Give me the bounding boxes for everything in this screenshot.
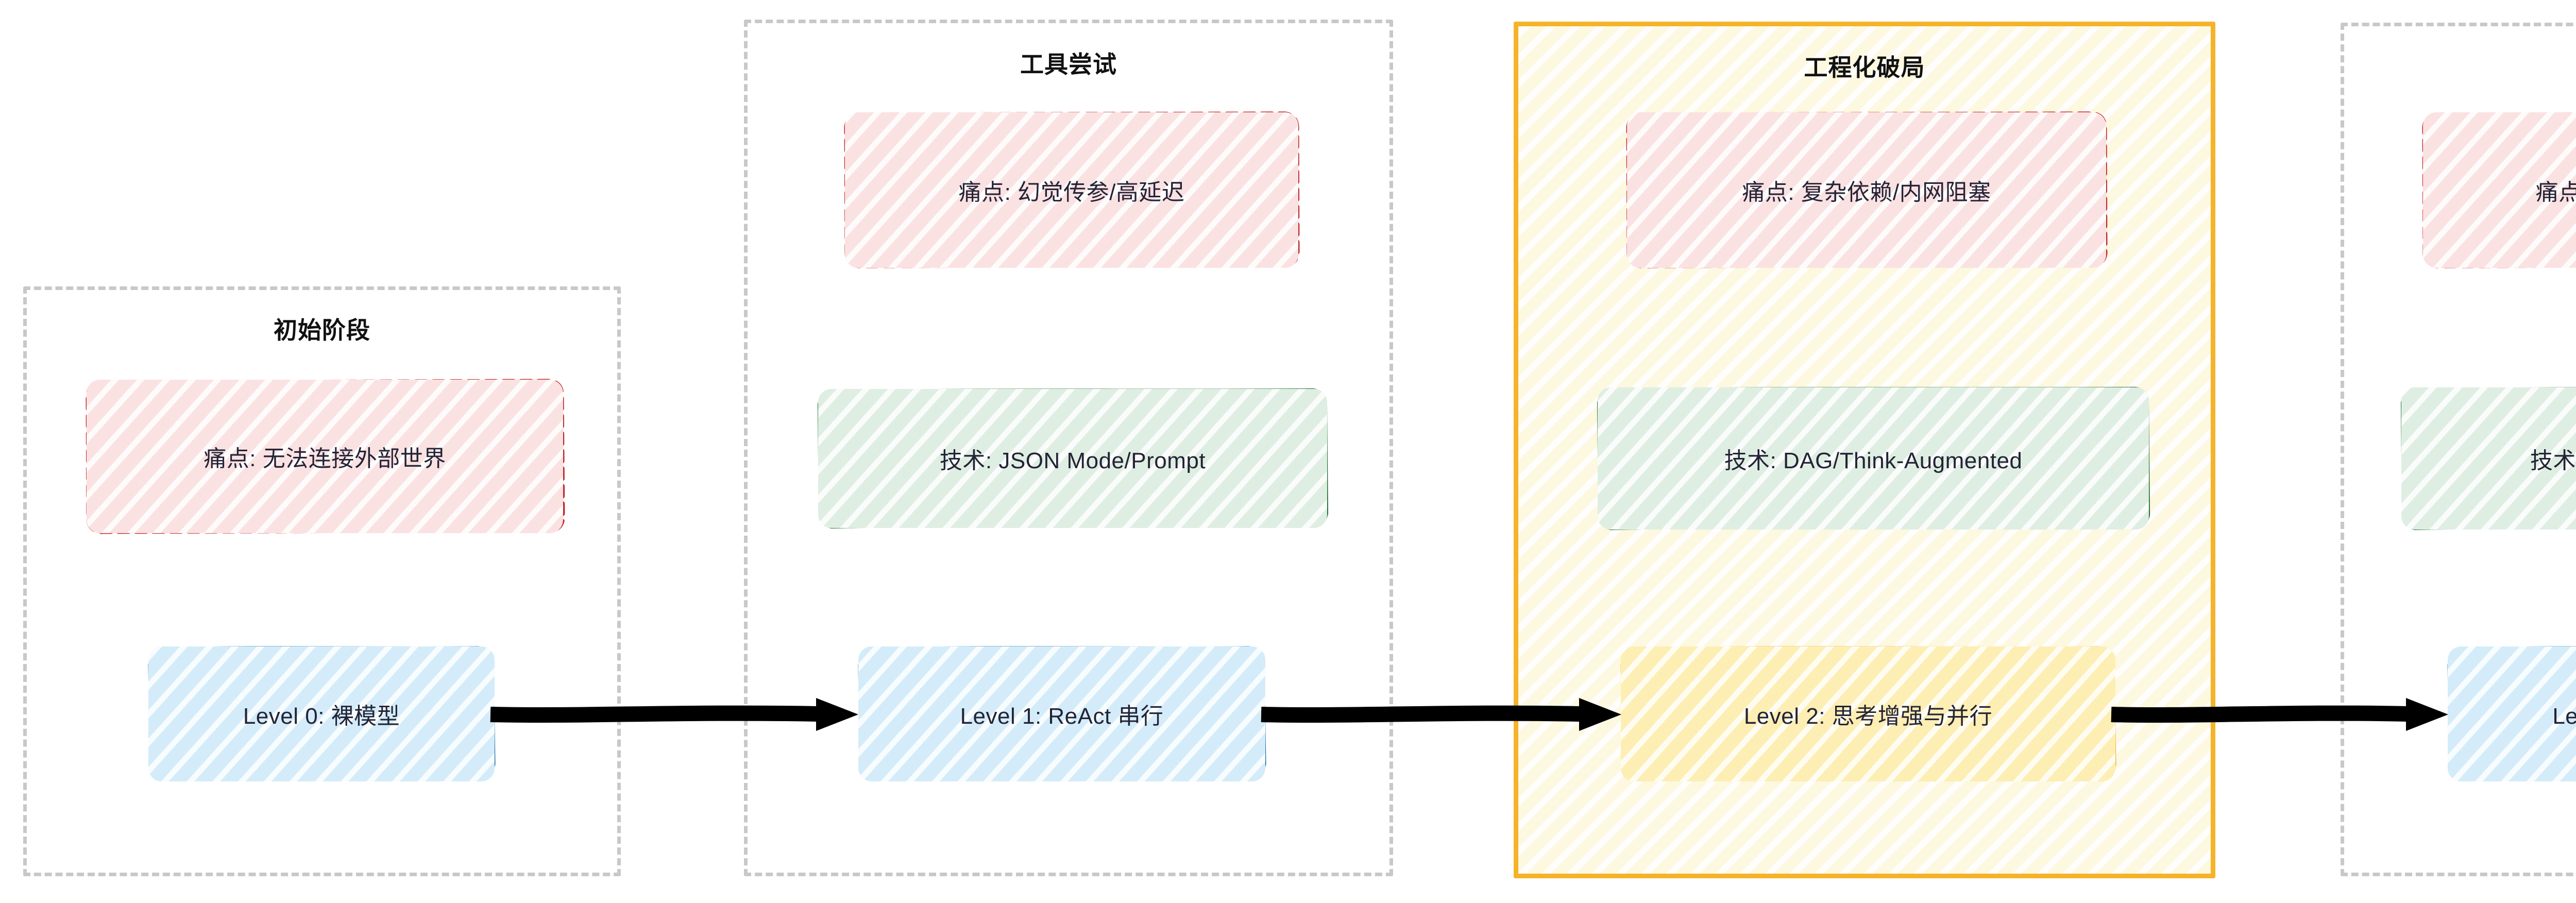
edge-level0-to-level1 <box>490 698 858 731</box>
pain-node-1-label: 痛点: 幻觉传参/高延迟 <box>958 180 1185 205</box>
pain-node-0[interactable]: 痛点: 无法连接外部世界 <box>86 379 565 534</box>
pain-node-3[interactable]: 痛点: 协议割裂/难以规模化 <box>2422 112 2576 268</box>
level-node-2[interactable]: Level 2: 思考增强与并行 <box>1620 646 2116 781</box>
tech-node-2[interactable]: 技术: DAG/Think-Augmented <box>1597 387 2150 530</box>
level-node-1-label: Level 1: ReAct 串行 <box>960 704 1164 729</box>
edge-level1-to-level2 <box>1261 698 1621 731</box>
level-node-0[interactable]: Level 0: 裸模型 <box>148 646 496 781</box>
cluster-stage-0[interactable]: 初始阶段 <box>23 286 621 876</box>
tech-node-3[interactable]: 技术: MCP 协议/智能体市场 <box>2401 387 2576 530</box>
pain-node-0-label: 痛点: 无法连接外部世界 <box>204 446 446 471</box>
tech-node-2-label: 技术: DAG/Think-Augmented <box>1724 448 2023 473</box>
level-node-3-label: Level 3: 标准化生态 <box>2552 704 2576 729</box>
level-node-0-label: Level 0: 裸模型 <box>243 704 400 729</box>
pain-node-1[interactable]: 痛点: 幻觉传参/高延迟 <box>844 111 1300 268</box>
cluster-stage-3[interactable]: 标准化未来 <box>2341 23 2576 876</box>
pain-node-2-label: 痛点: 复杂依赖/内网阻塞 <box>1742 180 1991 205</box>
cluster-title-stage-3: 标准化未来 <box>2344 47 2576 81</box>
pain-node-2[interactable]: 痛点: 复杂依赖/内网阻塞 <box>1626 111 2108 268</box>
pain-node-3-label: 痛点: 协议割裂/难以规模化 <box>2535 180 2576 205</box>
tech-node-1[interactable]: 技术: JSON Mode/Prompt <box>818 388 1328 529</box>
tech-node-1-label: 技术: JSON Mode/Prompt <box>939 448 1206 473</box>
cluster-stage-1[interactable]: 工具尝试 <box>744 20 1393 876</box>
cluster-title-stage-0: 初始阶段 <box>274 317 370 344</box>
tech-node-3-label: 技术: MCP 协议/智能体市场 <box>2530 448 2576 473</box>
cluster-title-stage-1: 工具尝试 <box>1020 51 1117 78</box>
level-node-3[interactable]: Level 3: 标准化生态 <box>2447 646 2576 781</box>
level-node-1[interactable]: Level 1: ReAct 串行 <box>858 646 1266 781</box>
cluster-title-stage-2: 工程化破局 <box>1804 54 1925 81</box>
level-node-2-label: Level 2: 思考增强与并行 <box>1743 704 1993 729</box>
edge-level2-to-level3 <box>2111 698 2448 731</box>
